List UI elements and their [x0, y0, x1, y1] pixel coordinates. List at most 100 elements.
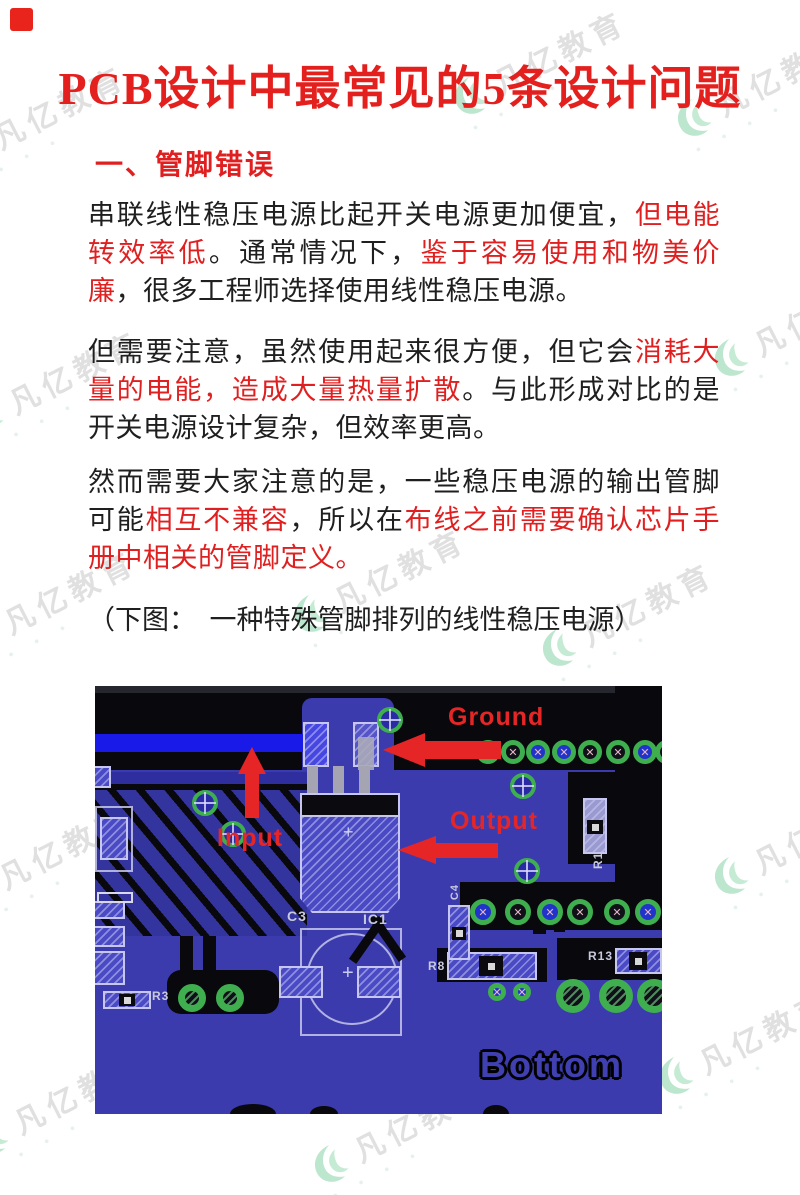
through-hole-pad: ✕	[526, 740, 550, 764]
section-heading: 一、管脚错误	[95, 149, 276, 180]
through-hole-pad: ✕	[633, 740, 657, 764]
pcb-edge-bump	[310, 1106, 338, 1114]
through-hole-pad	[216, 984, 244, 1012]
through-hole-pad: ✕	[567, 899, 593, 925]
fanyi-logo-icon	[454, 76, 489, 114]
watermark: 凡亿教育• • • •	[646, 978, 800, 1115]
watermark: 凡亿教育• • • •	[301, 1066, 494, 1195]
paragraph: 串联线性稳压电源比起开关电源更加便宜，但电能转效率低。通常情况下，鉴于容易使用和…	[88, 196, 720, 310]
text-segment: 但电能转效率低	[88, 200, 721, 268]
arrow-shaft	[423, 741, 501, 759]
edge-component	[95, 901, 125, 919]
via	[192, 790, 218, 816]
regulator-body	[300, 815, 400, 913]
through-hole-pad	[178, 984, 206, 1012]
through-hole-pad	[556, 979, 590, 1013]
silkscreen-c3: C3	[287, 908, 307, 924]
silkscreen-ic1: IC1	[363, 911, 388, 927]
text-segment: ，所以在	[289, 505, 405, 535]
edge-component	[95, 766, 111, 788]
edge-component	[95, 951, 125, 985]
watermark: 凡亿教育• • • •	[664, 20, 800, 157]
text-segment: ，很多工程师选择使用线性稳压电源。	[115, 276, 583, 306]
through-hole-pad: ✕	[604, 899, 630, 925]
watermark-text: 凡亿教育	[749, 786, 800, 882]
fanyi-logo-icon	[659, 1056, 694, 1094]
fanyi-logo-icon	[314, 1144, 349, 1182]
text-segment: 然而需要大家注意的是，一些稳压电源的输出管脚可能	[88, 467, 720, 535]
output-label: Output	[450, 807, 538, 835]
text-segment: 。与此形成对比的是开关电源设计复杂，但效率更高。	[88, 375, 721, 443]
watermark: 凡亿教育• • • •	[441, 0, 634, 135]
regulator-pin-overlay	[358, 737, 374, 770]
arrow-head-left-icon	[398, 836, 436, 864]
fanyi-logo-icon	[294, 594, 329, 632]
through-hole-pad: ✕	[537, 899, 563, 925]
arrow-head-left-icon	[383, 733, 425, 767]
edge-component-outline	[97, 892, 133, 903]
component-c4	[448, 905, 470, 960]
regulator-pin	[333, 766, 344, 794]
fanyi-logo-icon	[677, 98, 712, 136]
text-segment: 但需要注意，虽然使用起来很方便，但它会	[88, 337, 635, 367]
watermark: 凡亿教育• • • •	[701, 778, 800, 915]
through-hole-pad: ✕	[488, 983, 506, 1001]
through-hole-pad: ✕	[505, 899, 531, 925]
capacitor-pad-right	[357, 966, 401, 998]
via	[514, 858, 540, 884]
pcb-edge-bump	[230, 1104, 276, 1114]
pcb-top-strip	[95, 686, 662, 693]
pcb-edge-bump	[483, 1105, 509, 1114]
silkscreen-r8: R8	[428, 959, 446, 973]
edge-component	[100, 817, 128, 860]
via	[220, 821, 246, 847]
watermark: 凡亿教育• • • •	[529, 550, 722, 687]
silkscreen-c4: C4	[449, 884, 461, 901]
fanyi-logo-icon	[714, 856, 749, 894]
arrow-shaft	[245, 772, 259, 818]
through-hole-pad: ✕	[635, 899, 661, 925]
text-segment: 布线之前需要确认芯片手册中相关的管脚定义。	[88, 505, 721, 573]
regulator-pin	[307, 766, 318, 794]
ground-label: Ground	[448, 703, 545, 731]
silkscreen-r13: R13	[588, 949, 614, 963]
fanyi-logo-icon	[714, 338, 749, 376]
through-hole-pad: ✕	[552, 740, 576, 764]
watermark: 凡亿教育• • • •	[281, 516, 474, 653]
through-hole-pad	[599, 979, 633, 1013]
edge-component-outline	[95, 806, 133, 872]
bottom-layer-label: Bottom	[480, 1044, 624, 1085]
through-hole-pad: ✕	[606, 740, 630, 764]
capacitor-pad-left	[279, 966, 323, 998]
through-hole-pad: ✕	[513, 983, 531, 1001]
component-r13	[615, 948, 662, 974]
via	[510, 773, 536, 799]
capacitor-crosshair: +	[342, 962, 354, 984]
paragraph: 但需要注意，虽然使用起来很方便，但它会消耗大量的电能，造成大量热量扩散。与此形成…	[88, 333, 720, 447]
text-segment: 相互不兼容	[145, 505, 290, 535]
via	[377, 707, 403, 733]
page-title: PCB设计中最常见的5条设计问题	[58, 63, 742, 114]
regulator-body-top	[300, 793, 400, 817]
pcb-bright-trace	[95, 734, 310, 752]
regulator-crosshair: +	[343, 822, 354, 842]
component-r12	[583, 798, 607, 854]
regulator-pin	[359, 766, 370, 794]
input-label: Input	[217, 824, 284, 852]
text-segment: 消耗大量的电能，造成大量热量扩散	[88, 337, 721, 405]
component-r3	[103, 991, 151, 1009]
corner-marker	[10, 8, 33, 31]
paragraph: 然而需要大家注意的是，一些稳压电源的输出管脚可能相互不兼容，所以在布线之前需要确…	[88, 463, 720, 577]
arrow-head-up-icon	[238, 747, 266, 774]
watermark: 凡亿教育• • • •	[701, 260, 800, 397]
through-hole-pad: ✕	[501, 740, 525, 764]
fanyi-logo-icon	[542, 628, 577, 666]
pcb-layout-image: + + C3 IC1 R3 R8 R13 R12 C4 ✕✕✕✕✕✕✕✕✕✕✕✕…	[95, 686, 662, 1114]
silkscreen-r3: R3	[152, 989, 170, 1003]
figure-caption: （下图： 一种特殊管脚排列的线性稳压电源）	[88, 605, 642, 635]
text-segment: 。通常情况下，	[208, 238, 421, 268]
arrow-shaft	[434, 843, 498, 858]
through-hole-pad: ✕	[470, 899, 496, 925]
edge-component	[95, 926, 125, 947]
